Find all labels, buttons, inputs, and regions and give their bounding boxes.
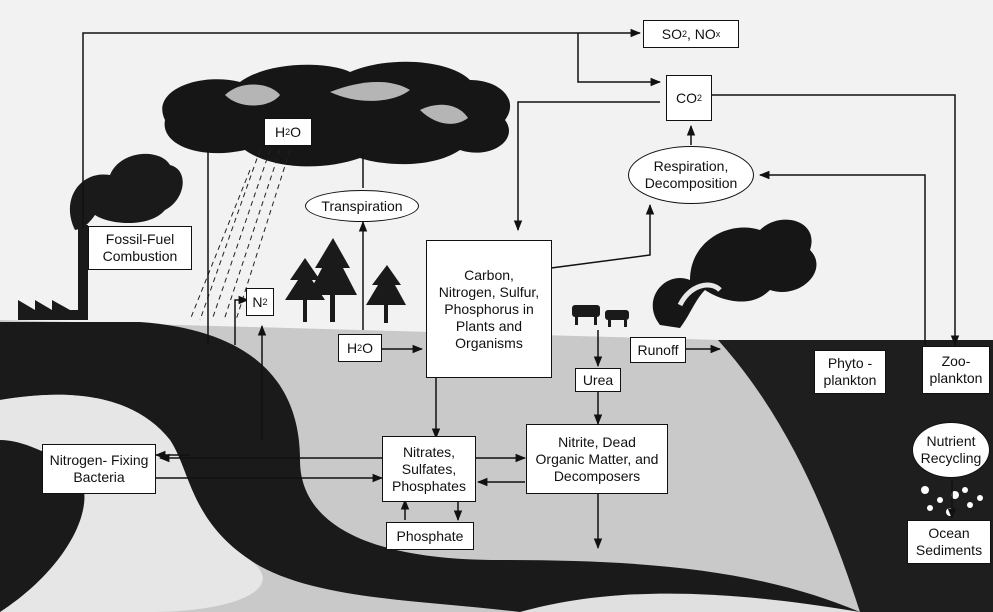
nitrates-box: Nitrates, Sulfates, Phosphates: [382, 436, 476, 502]
trees: [285, 238, 406, 323]
arrow-co2-to-zooplankton: [712, 94, 960, 347]
rain-lines: [189, 149, 291, 321]
arrow-bacteria-to-n2: [234, 295, 250, 345]
respiration-oval: Respiration, Decomposition: [628, 146, 754, 204]
cows: [572, 305, 629, 327]
arrow-co2-to-carbon: [513, 101, 660, 232]
rain-cloud: [162, 61, 511, 167]
factory-smoke: [69, 153, 183, 230]
carbon-nitrogen-box: Carbon, Nitrogen, Sulfur, Phosphorus in …: [426, 240, 552, 378]
phosphate-box: Phosphate: [386, 522, 474, 550]
factory: [18, 225, 88, 320]
fossil-fuel-box: Fossil-Fuel Combustion: [88, 226, 192, 270]
dark-rock-stratum: [0, 322, 860, 612]
runoff-box: Runoff: [630, 337, 686, 363]
arrow-ocean-to-resp: [758, 170, 926, 345]
bottom-right-light: [520, 593, 860, 612]
arrow-carbon-to-resp: [550, 203, 655, 269]
zooplankton-box: Zoo- plankton: [922, 346, 990, 394]
ocean-sediments-box: Ocean Sediments: [907, 520, 991, 564]
nutrient-recycling-oval: Nutrient Recycling: [912, 422, 990, 478]
phytoplankton-box: Phyto - plankton: [814, 350, 886, 394]
nitrite-box: Nitrite, Dead Organic Matter, and Decomp…: [526, 424, 668, 494]
smoke-plume: [652, 219, 817, 328]
arrow-fossil-to-so2: [82, 28, 642, 228]
nitrogen-fixing-bacteria-box: Nitrogen- Fixing Bacteria: [42, 444, 156, 494]
arrow-to-co2: [577, 33, 662, 87]
urea-box: Urea: [575, 368, 621, 392]
transpiration-oval: Transpiration: [305, 190, 419, 222]
